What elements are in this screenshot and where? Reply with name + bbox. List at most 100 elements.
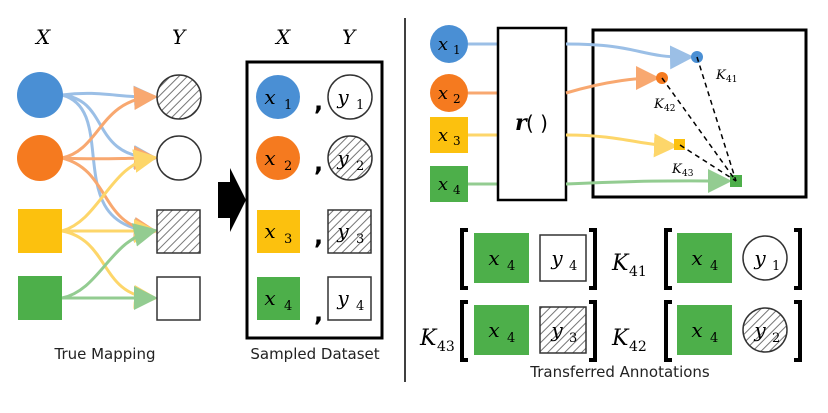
input-x3-subscript: 3 bbox=[453, 134, 461, 148]
input-x3-letter: x bbox=[438, 125, 448, 146]
curve-orange-to-y1 bbox=[60, 86, 158, 160]
dataset-x3-square bbox=[257, 210, 300, 253]
k42-subscript: 42 bbox=[664, 104, 675, 114]
k43-label: K bbox=[671, 162, 683, 177]
dataset-sep-3: , bbox=[314, 222, 323, 250]
input-x4-letter: x bbox=[438, 174, 448, 195]
x3-node-yellow-square bbox=[18, 209, 62, 253]
annot3-x-subscript: 4 bbox=[507, 331, 515, 346]
dataset-y4-letter: y bbox=[336, 286, 349, 310]
k43-subscript: 43 bbox=[682, 169, 694, 179]
big-arrow-icon bbox=[218, 168, 246, 232]
dataset-sep-4: , bbox=[314, 299, 323, 327]
bracket-right bbox=[794, 300, 802, 362]
curve-blue-to-y1 bbox=[60, 85, 158, 110]
input-x1-circle bbox=[430, 25, 468, 63]
dataset-y2-letter: y bbox=[336, 146, 349, 170]
dataset-y3-letter: y bbox=[336, 219, 349, 243]
curve-green-to-y3 bbox=[60, 223, 158, 300]
annot1-x-letter: x bbox=[488, 246, 499, 270]
annot3-x-square bbox=[474, 305, 529, 355]
bracket-right bbox=[589, 300, 597, 362]
mapping-curves bbox=[60, 85, 158, 310]
annot2-k-subscript: 41 bbox=[629, 264, 647, 280]
bracket-left bbox=[460, 300, 468, 362]
annot3-k-subscript: 43 bbox=[437, 339, 455, 355]
dataset-x1-subscript: 1 bbox=[284, 98, 292, 113]
y3-node-hatched-square bbox=[156, 209, 201, 254]
dataset-x4-letter: x bbox=[264, 286, 275, 310]
dataset-sep-1: , bbox=[314, 88, 323, 116]
dataset-x4-square bbox=[257, 277, 300, 320]
annot4-y-hatched-circle bbox=[742, 307, 788, 353]
embedded-x3-point bbox=[674, 139, 685, 150]
annot1-y-subscript: 4 bbox=[569, 259, 577, 274]
input-x3-square bbox=[430, 117, 468, 153]
annot1-y-square bbox=[539, 234, 587, 282]
x1-node-blue-circle bbox=[17, 72, 63, 118]
curve-blue-to-y3 bbox=[60, 93, 158, 242]
bracket-left bbox=[460, 228, 468, 290]
annot4-y-subscript: 2 bbox=[772, 331, 780, 346]
annotation-k41-x4-y1: K 41 x 4 y 1 bbox=[611, 228, 802, 290]
r-function-parens: ( ) bbox=[526, 111, 548, 135]
curve-orange-to-y2 bbox=[60, 146, 158, 171]
embedding-lines bbox=[565, 42, 732, 193]
mid-axis-x-label: X bbox=[274, 25, 291, 49]
k41-subscript: 41 bbox=[726, 75, 737, 85]
left-axis-y-label: Y bbox=[172, 25, 187, 49]
annot1-y-letter: y bbox=[550, 246, 563, 270]
annot2-y-letter: y bbox=[753, 246, 766, 270]
dataset-y1-subscript: 1 bbox=[356, 98, 364, 113]
bracket-left bbox=[664, 228, 672, 290]
mid-axis-y-label: Y bbox=[342, 25, 357, 49]
curve-yellow-to-y2 bbox=[60, 149, 158, 233]
dataset-x1-circle bbox=[256, 75, 300, 119]
k42-label: K bbox=[653, 97, 665, 112]
annot2-y-circle bbox=[742, 235, 788, 281]
annot4-k-letter: K bbox=[611, 326, 630, 351]
input-x2-letter: x bbox=[438, 83, 448, 104]
dataset-y4-subscript: 4 bbox=[356, 299, 364, 314]
y1-node-hatched-circle bbox=[156, 74, 202, 120]
annot4-x-square bbox=[677, 305, 732, 355]
curve-blue-to-y2 bbox=[60, 93, 158, 170]
annot4-k-subscript: 42 bbox=[629, 339, 647, 355]
input-x2-circle bbox=[430, 74, 468, 112]
true-mapping-panel: X Y True Mapping bbox=[17, 25, 202, 363]
transferred-annotations-caption: Transferred Annotations bbox=[529, 363, 710, 381]
bracket-right bbox=[589, 228, 597, 290]
annot2-x-letter: x bbox=[691, 246, 702, 270]
annot4-y-letter: y bbox=[753, 318, 766, 342]
input-x2-subscript: 2 bbox=[453, 92, 461, 106]
annot2-x-subscript: 4 bbox=[710, 259, 718, 274]
dataset-x2-letter: x bbox=[264, 146, 275, 170]
annot4-x-subscript: 4 bbox=[710, 331, 718, 346]
dataset-y3-subscript: 3 bbox=[356, 232, 364, 247]
bracket-left bbox=[664, 300, 672, 362]
dataset-frame bbox=[245, 60, 384, 340]
dataset-x1-letter: x bbox=[264, 85, 275, 109]
annot3-k-letter: K bbox=[419, 326, 438, 351]
annot2-y-subscript: 1 bbox=[772, 259, 780, 274]
annot3-x-letter: x bbox=[488, 318, 499, 342]
dataset-y1-circle bbox=[327, 74, 373, 120]
annot1-x-square bbox=[474, 233, 529, 283]
x2-node-orange-circle bbox=[17, 135, 63, 181]
distance-lines bbox=[661, 56, 737, 182]
transfer-panel: x 1 x 2 x 3 x 4 r ( ) bbox=[419, 25, 808, 381]
k41-label: K bbox=[715, 68, 727, 83]
sampled-dataset-panel: X Y x 1 , y 1 x 2 , y 2 x 3 , y 3 x 4 , … bbox=[245, 25, 384, 363]
annot4-x-letter: x bbox=[691, 318, 702, 342]
annotation-k43-x4-y3: K 43 x 4 y 3 bbox=[419, 300, 597, 362]
true-mapping-caption: True Mapping bbox=[53, 345, 155, 363]
annot3-y-hatched-square bbox=[539, 306, 587, 354]
input-x1-subscript: 1 bbox=[453, 43, 461, 57]
y2-node-plain-circle bbox=[156, 135, 202, 181]
annot2-k-letter: K bbox=[611, 251, 630, 276]
annot1-x-subscript: 4 bbox=[507, 259, 515, 274]
dataset-x2-circle bbox=[256, 136, 300, 180]
r-function-name: r bbox=[515, 110, 528, 136]
sampled-dataset-caption: Sampled Dataset bbox=[250, 345, 379, 363]
